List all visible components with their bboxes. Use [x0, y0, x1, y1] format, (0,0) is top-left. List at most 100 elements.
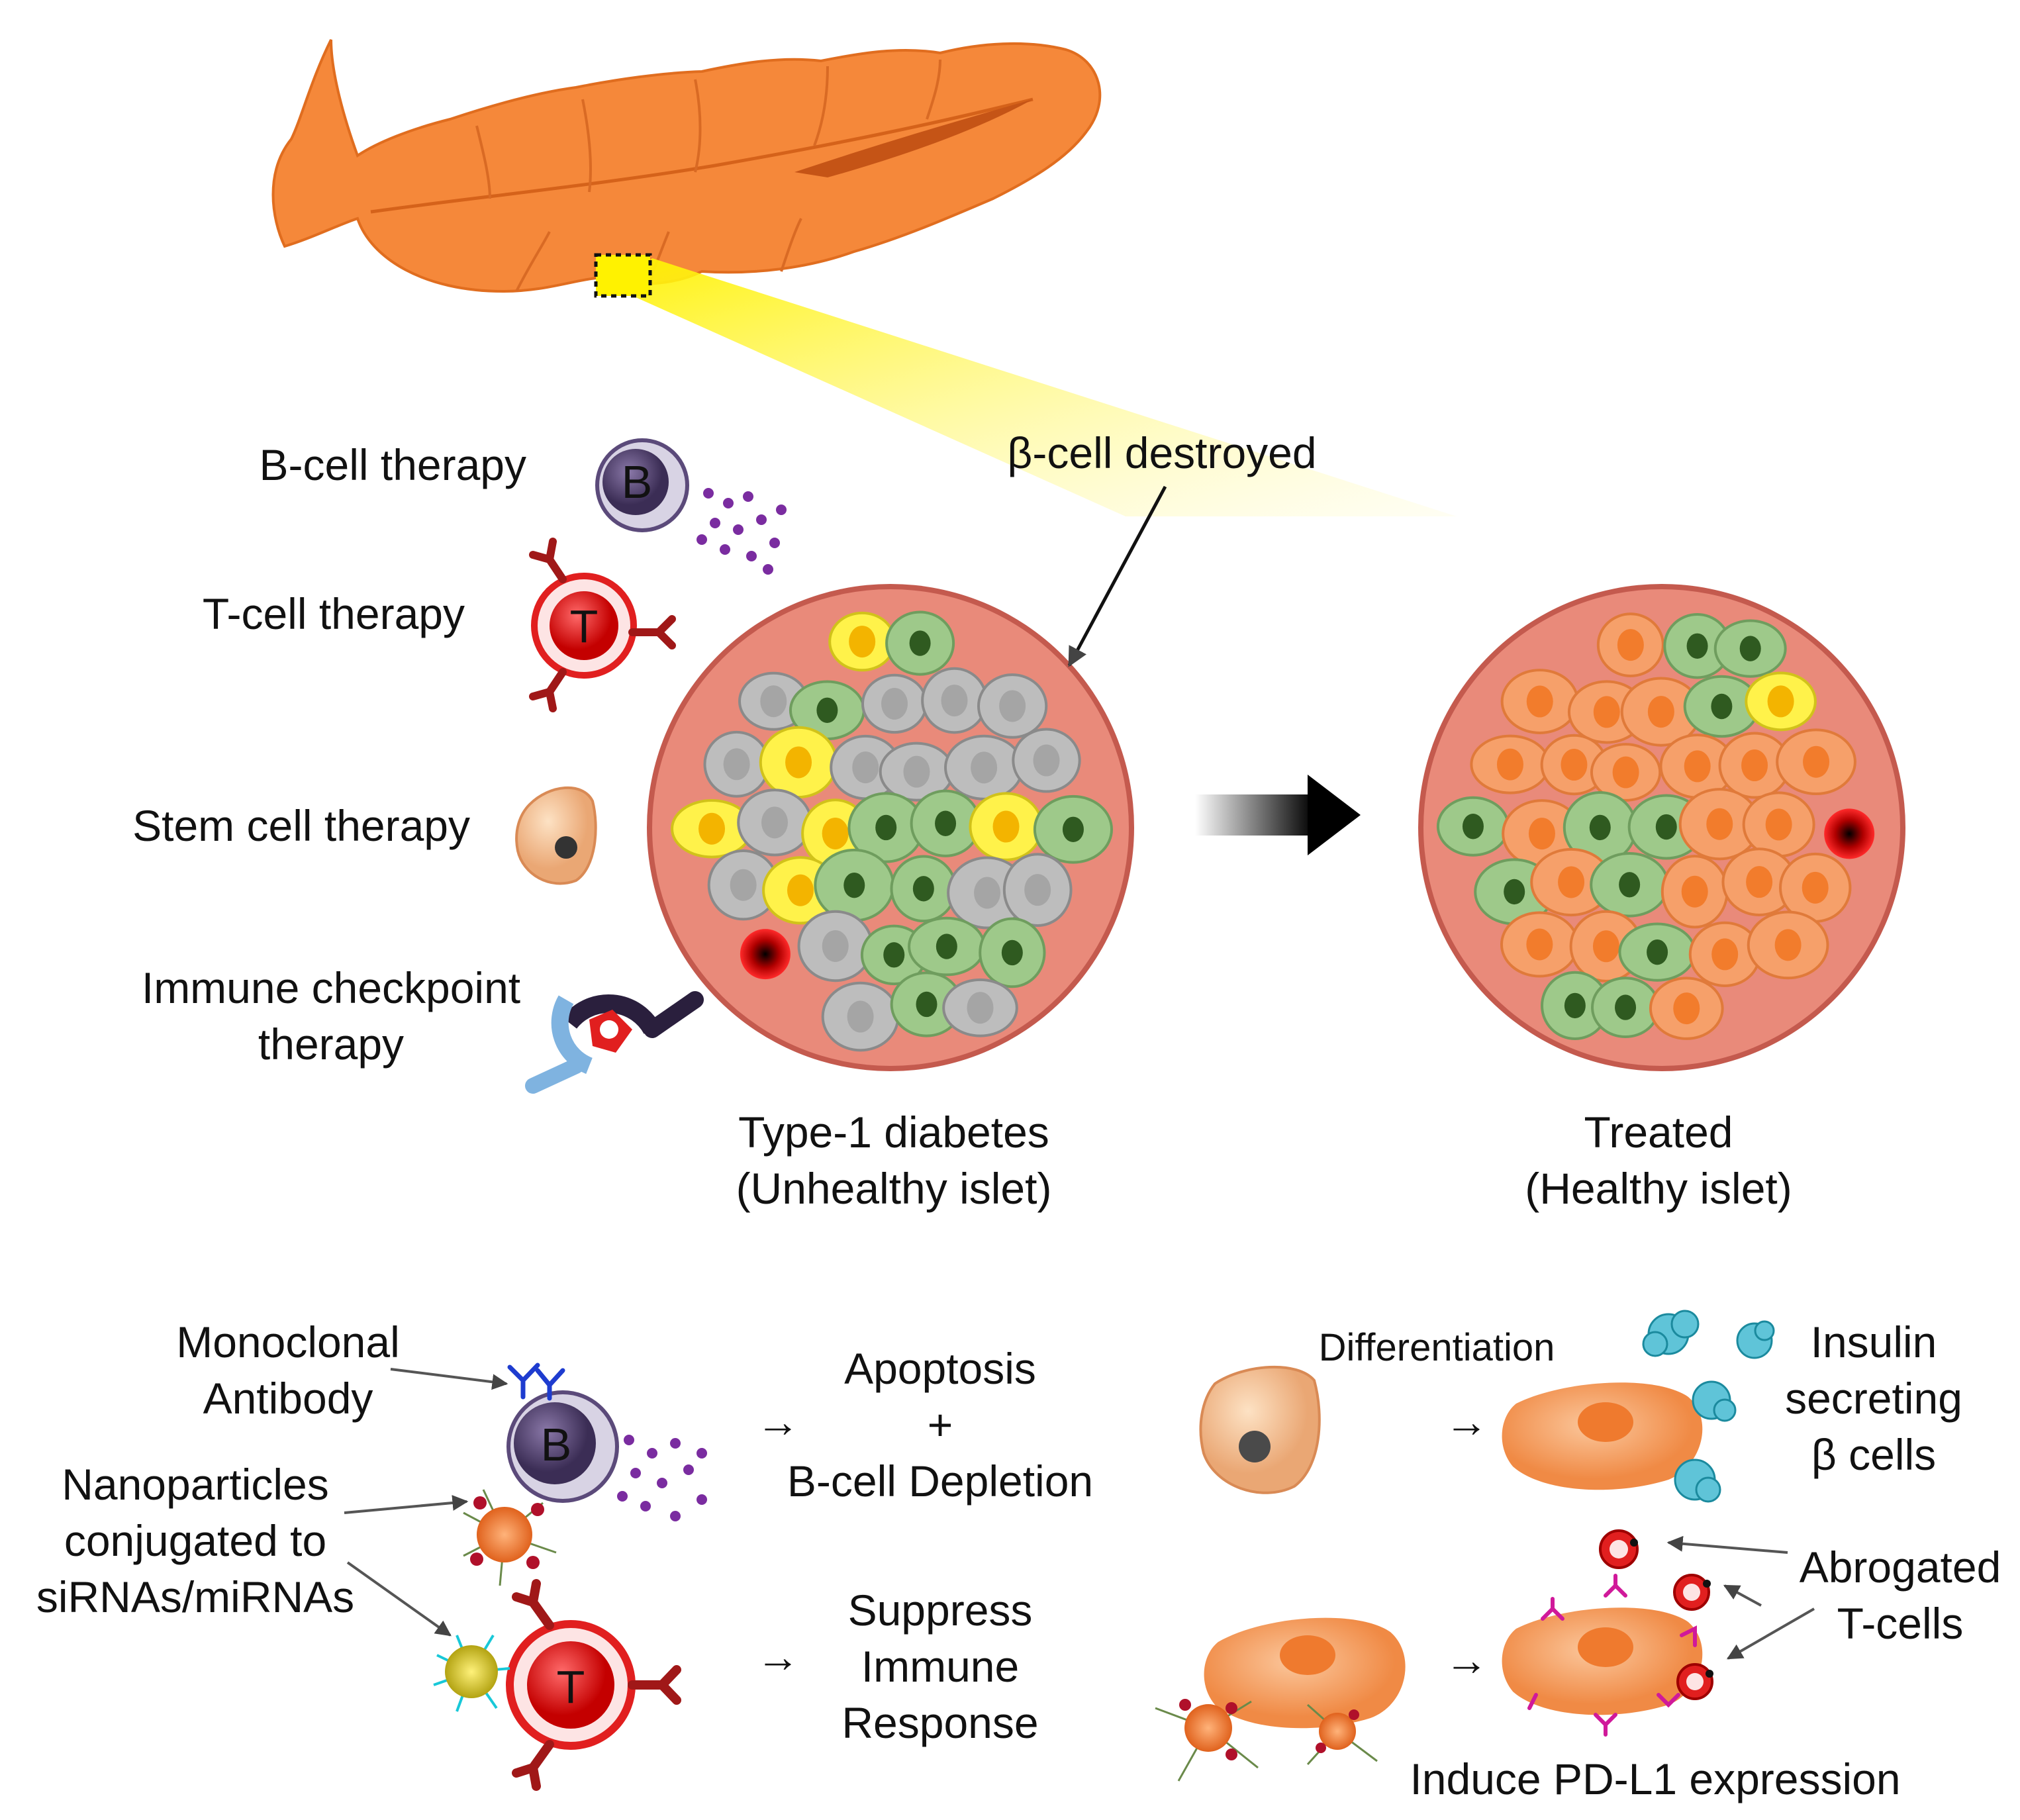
bottom-b-cell-icon: B	[506, 1363, 707, 1521]
cell-nucleus	[1647, 696, 1674, 728]
cell-nucleus	[1496, 748, 1523, 781]
suppress-label-1: Suppress	[848, 1586, 1033, 1635]
nanoparticle-pointer-2	[346, 1561, 452, 1637]
insulin-icon	[1642, 1310, 1775, 1503]
cell-nucleus	[1001, 939, 1023, 966]
cell-nucleus	[883, 942, 905, 968]
cell-nucleus	[909, 630, 931, 656]
arrow-to-pdl1: →	[1445, 1635, 1488, 1684]
t-cell-icon: T	[529, 538, 676, 712]
cell-nucleus	[1655, 814, 1677, 840]
cell-nucleus	[816, 697, 838, 723]
abrogated-pointer-1	[1666, 1535, 1788, 1554]
cell-nucleus	[1617, 629, 1644, 661]
pancreas-icon	[271, 39, 1102, 293]
pdl1-source-cell-icon	[1204, 1617, 1406, 1729]
cell-nucleus	[1526, 928, 1553, 961]
cell-nucleus	[1684, 750, 1711, 783]
bottom-b-letter: B	[541, 1419, 572, 1470]
cell-nucleus	[822, 930, 849, 962]
apoptosis-label-3: B-cell Depletion	[787, 1457, 1093, 1506]
insulin-label-2: secreting	[1785, 1374, 1962, 1423]
cell-nucleus	[760, 685, 787, 718]
cell-nucleus	[941, 685, 968, 717]
abrogated-label-1: Abrogated	[1800, 1543, 2001, 1592]
monoclonal-label-2: Antibody	[203, 1374, 373, 1423]
healthy-caption-1: Treated	[1584, 1108, 1733, 1157]
unhealthy-islet	[647, 584, 1134, 1071]
healthy-caption-2: (Healthy islet)	[1525, 1164, 1792, 1213]
cell-nucleus	[881, 687, 908, 720]
nanoparticles-label-3: siRNAs/miRNAs	[36, 1572, 354, 1621]
cell-nucleus	[1033, 744, 1060, 777]
cell-nucleus	[903, 755, 930, 788]
nanoparticles-label-1: Nanoparticles	[62, 1460, 329, 1509]
b-cell-therapy-label: B-cell therapy	[259, 440, 526, 489]
cell-nucleus	[1765, 808, 1792, 841]
cell-nucleus	[1774, 929, 1802, 961]
cell-nucleus	[1741, 749, 1768, 782]
magnifier-beam	[622, 258, 1457, 516]
cell-nucleus	[787, 874, 814, 906]
abrogated-t-cells-icon	[1599, 1529, 1713, 1700]
apoptosis-label-1: Apoptosis	[844, 1344, 1036, 1393]
apoptosis-label-2: +	[928, 1400, 953, 1449]
cell-nucleus	[1802, 871, 1829, 904]
cell-nucleus	[1561, 749, 1588, 781]
stem-cell-icon	[515, 787, 597, 885]
alpha-cell	[740, 929, 791, 980]
cell-nucleus	[1504, 879, 1525, 905]
cell-nucleus	[992, 810, 1020, 843]
cell-nucleus	[1739, 636, 1761, 661]
abrogated-pointer-2	[1723, 1584, 1762, 1607]
cell-nucleus	[1711, 693, 1733, 720]
antibody-icon	[507, 1363, 565, 1401]
cell-nucleus	[1564, 992, 1586, 1019]
nanoparticle-pointer-1	[344, 1495, 469, 1514]
cell-nucleus	[1612, 756, 1639, 789]
cell-nucleus	[1803, 745, 1830, 778]
cell-nucleus	[974, 877, 1001, 909]
b-cell-letter: B	[622, 456, 653, 508]
beta-cell-destroyed-label: β-cell destroyed	[1007, 428, 1316, 477]
arrow-to-beta: →	[1445, 1397, 1488, 1446]
cell-nucleus	[916, 991, 938, 1018]
cell-nucleus	[967, 992, 994, 1024]
unhealthy-caption-2: (Unhealthy islet)	[736, 1164, 1052, 1213]
cell-nucleus	[1619, 872, 1641, 898]
cell-nucleus	[730, 869, 757, 901]
pdl1-cell-icon	[1502, 1574, 1703, 1737]
cell-nucleus	[912, 876, 934, 902]
cell-nucleus	[1593, 696, 1620, 728]
suppress-label-3: Response	[842, 1698, 1038, 1747]
insulin-label-3: β cells	[1811, 1430, 1936, 1479]
cell-nucleus	[1062, 816, 1084, 842]
differentiation-label: Differentiation	[1319, 1326, 1555, 1369]
cell-nucleus	[1673, 992, 1700, 1025]
cell-nucleus	[1526, 685, 1553, 718]
t-cell-therapy-label: T-cell therapy	[203, 589, 465, 638]
healthy-islet	[1418, 584, 1905, 1071]
alpha-cell	[1824, 808, 1875, 859]
cell-nucleus	[1681, 875, 1708, 908]
cell-nucleus	[971, 751, 998, 784]
magnifier-box	[594, 253, 652, 298]
cell-nucleus	[1706, 808, 1733, 840]
cell-nucleus	[1024, 874, 1051, 906]
suppress-label-2: Immune	[861, 1642, 1019, 1691]
bottom-t-letter: T	[557, 1661, 585, 1713]
cell-nucleus	[1589, 814, 1611, 841]
yellow-nanoparticle-icon	[433, 1634, 510, 1712]
insulin-label-1: Insulin	[1811, 1317, 1937, 1366]
arrow-to-suppress: →	[756, 1632, 800, 1681]
nanoparticles-label-2: conjugated to	[64, 1516, 326, 1565]
cell-nucleus	[1686, 633, 1708, 659]
beta-cell-icon	[1502, 1382, 1703, 1490]
cell-nucleus	[822, 817, 849, 849]
checkpoint-icon	[525, 991, 704, 1094]
cell-nucleus	[1746, 866, 1773, 898]
cell-nucleus	[847, 1000, 874, 1033]
cell-nucleus	[1462, 814, 1484, 839]
antibody-pointer	[390, 1368, 508, 1390]
